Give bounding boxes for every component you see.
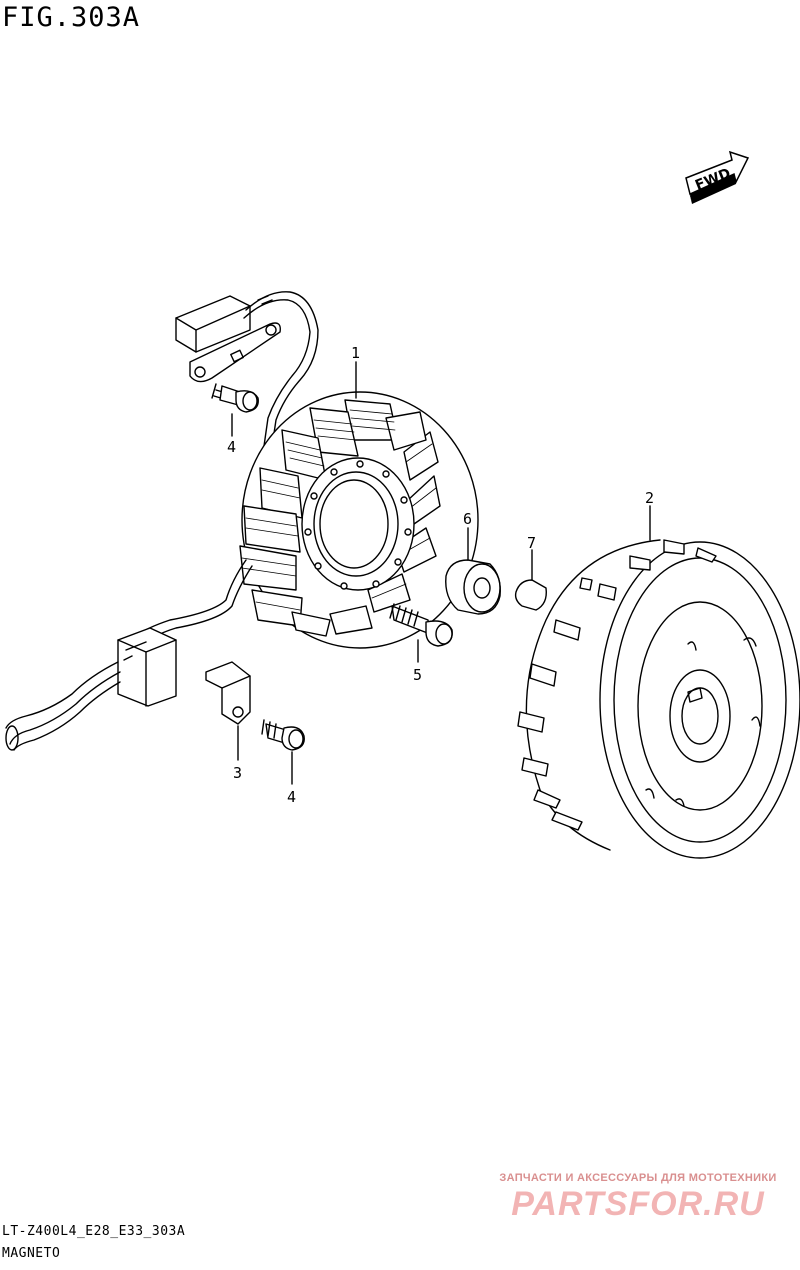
bolt-4-top	[211, 383, 259, 437]
fwd-arrow-icon: FWD	[685, 150, 750, 204]
callout-2: 2	[645, 489, 654, 507]
watermark-tagline: ЗАПЧАСТИ И АКСЕССУАРЫ ДЛЯ МОТОТЕХНИКИ	[499, 1172, 777, 1184]
watermark: ЗАПЧАСТИ И АКСЕССУАРЫ ДЛЯ МОТОТЕХНИКИ PA…	[488, 1172, 788, 1224]
stator-coil	[239, 361, 479, 649]
callout-4-lower: 4	[287, 788, 296, 806]
callout-7: 7	[527, 534, 536, 552]
spacer-6	[445, 527, 501, 615]
bolt-4-lower	[261, 719, 305, 785]
callout-5: 5	[413, 666, 422, 684]
clamp-plate-3	[205, 661, 251, 761]
wire-harness	[5, 559, 253, 751]
callout-6: 6	[463, 510, 472, 528]
flywheel-rotor-2	[517, 505, 800, 859]
woodruff-key-7	[514, 549, 547, 611]
callout-4-top: 4	[227, 438, 236, 456]
diagram-code: LT-Z400L4_E28_E33_303A	[2, 1224, 186, 1239]
callout-1: 1	[351, 344, 360, 362]
callout-3: 3	[233, 764, 242, 782]
top-connector	[175, 291, 319, 461]
watermark-logo: PARTSFOR.RU	[511, 1185, 765, 1223]
diagram-name: MAGNETO	[2, 1246, 61, 1261]
figure-title: FIG.303A	[2, 2, 141, 33]
bolt-5	[389, 603, 453, 663]
